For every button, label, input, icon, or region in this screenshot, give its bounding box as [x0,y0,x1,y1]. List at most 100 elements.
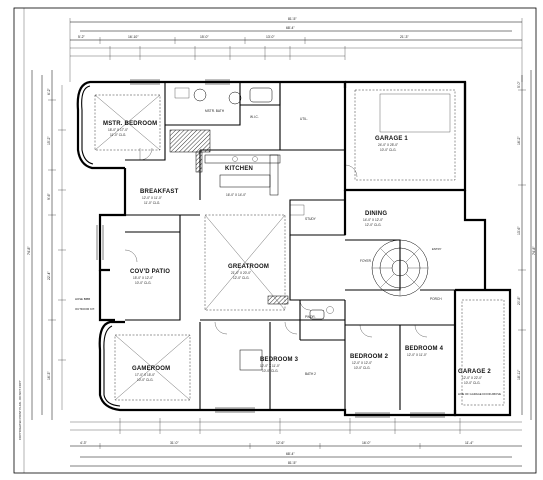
dim-right-seg-2: 16'-2" [517,136,521,145]
size-master-bedroom: 18'-0" X 17'-0" [108,128,128,132]
room-greatroom: GREATROOM 21'-0" X 20'-0" 12'-0" CLG. [228,264,269,280]
size-garage-1: 24'-0" X 25'-0" [378,143,398,147]
label-greatroom: GREATROOM [228,264,269,270]
room-mstr-bath: MSTR. BATH [205,109,225,113]
note-entry: ENTRY [432,247,442,251]
label-bedroom-4: BEDROOM 4 [405,346,444,352]
dim-top-seg-2: 16'-10" [128,35,139,39]
dim-top-seg-1: 5'-2" [78,35,86,39]
label-gameroom: GAMEROOM [132,366,170,372]
size-garage-2: 12'-0" X 22'-0" [462,376,482,380]
room-bath-2: BATH 2 [305,372,316,376]
label-kitchen: KITCHEN [225,166,253,172]
dim-top-second: 68'-4" [286,26,295,30]
clg-breakfast: 11'-0" CLG. [144,201,160,205]
room-garage-2: GARAGE 2 12'-0" X 22'-0" 10'-0" CLG. LIN… [458,369,501,396]
garage-1-slab [354,89,456,181]
clg-covd-patio: 10'-0" CLG. [135,281,152,285]
room-foyer: FOYER ENTRY [360,247,442,263]
room-bedroom-2: BEDROOM 2 12'-0" X 12'-0" 10'-0" CLG. [350,354,388,370]
dim-top-seg-5: 21'-3" [400,35,409,39]
dim-right-seg-5: 18'-11" [517,369,521,380]
room-study: STUDY [305,217,317,221]
right-dimensions: 74'-8" 5'-0" 16'-2" 13'-6" 20'-8" 18'-11… [517,70,536,420]
dim-right-seg-3: 13'-6" [517,226,521,235]
label-dining: DINING [365,211,387,217]
windows [96,79,445,418]
column-hatch-2 [267,295,289,305]
room-covd-patio: COV'D PATIO 15'-0" X 12'-0" 10'-0" CLG. … [75,269,170,311]
size-bedroom-2: 12'-0" X 12'-0" [352,361,372,365]
dim-bottom-seg-1: 4'-3" [80,441,88,445]
label-porch: PORCH [430,297,442,301]
size-gameroom: 17'-0" X 15'-0" [135,373,155,377]
greatroom-ceiling [204,214,286,311]
bath-fixtures [174,87,334,371]
size-greatroom: 21'-0" X 20'-0" [231,271,251,275]
top-dimensions: 81'-5" 68'-4" 5'-2" 16'-10" 15'-0" 13'-0… [69,17,523,82]
dim-top-overall: 81'-5" [288,17,297,21]
doors [124,147,428,338]
size-kitchen: 16'-0" X 14'-0" [226,193,246,197]
room-bedroom-3: BEDROOM 3 12'-0" X 11'-0" 10'-0" CLG. [260,357,299,373]
dim-right-seg-4: 20'-8" [517,296,521,305]
room-gameroom: GAMEROOM 17'-0" X 15'-0" 10'-0" CLG. [132,366,170,382]
clg-bedroom-3: 10'-0" CLG. [262,369,279,373]
dim-bottom-seg-3: 12'-6" [276,441,285,445]
label-mstr-bath: MSTR. BATH [205,109,225,113]
size-bedroom-4: 12'-0" X 11'-0" [407,353,427,357]
dim-bottom-second: 68'-4" [286,452,295,456]
room-kitchen: KITCHEN 16'-0" X 14'-0" [225,166,253,197]
label-util: UTIL. [300,117,308,121]
label-garage-1: GARAGE 1 [375,136,408,142]
dim-left-seg-1: 6'-2" [47,87,51,95]
interior-walls [125,82,456,410]
dim-bottom-seg-2: 31'-0" [170,441,179,445]
label-garage-2: GARAGE 2 [458,369,491,375]
clg-gameroom: 10'-0" CLG. [137,378,154,382]
dim-left-seg-2: 15'-2" [47,136,51,145]
dim-bottom-seg-4: 16'-0" [362,441,371,445]
label-breakfast: BREAKFAST [140,189,179,195]
clg-greatroom: 12'-0" CLG. [233,276,250,280]
clg-master-bedroom: 11'-0" CLG. [110,133,126,137]
room-porch: PORCH [430,297,442,301]
note-garage-door: LINE OF GARAGE DOOR ABOVE [458,392,501,396]
room-garage-1: GARAGE 1 24'-0" X 25'-0" 10'-0" CLG. [375,136,408,152]
dim-left-seg-4: 22'-4" [47,271,51,280]
room-master-bedroom: MSTR. BEDROOM 18'-0" X 17'-0" 11'-0" CLG… [103,121,157,137]
label-covd-patio: COV'D PATIO [130,269,170,275]
dim-left-seg-5: 16'-3" [47,371,51,380]
size-covd-patio: 15'-0" X 12'-0" [133,276,153,280]
label-wic: W.I.C. [250,115,259,119]
label-foyer: FOYER [360,259,372,263]
dim-right-seg-1: 5'-0" [517,80,521,88]
size-bedroom-3: 12'-0" X 11'-0" [260,364,280,368]
dim-left-seg-3: 9'-6" [47,192,51,200]
dim-top-seg-3: 15'-0" [200,35,209,39]
label-pwdr: PWDR. [305,315,316,319]
label-bedroom-3: BEDROOM 3 [260,357,299,363]
label-study: STUDY [305,217,317,221]
note-outdoor-kit: OUTDOOR KIT. [75,307,95,311]
clg-garage-2: 10'-0" CLG. [464,381,481,385]
gameroom-ceiling [114,334,191,401]
bottom-dimensions: 81'-5" 68'-4" 4'-3" 31'-0" 12'-6" 16'-0"… [70,418,522,467]
clg-dining: 12'-0" CLG. [365,223,382,227]
rotunda-stair [371,239,429,297]
room-dining: DINING 14'-0" X 12'-0" 12'-0" CLG. [363,211,387,227]
border-note: COPYRIGHTED PRINT PLAN - DO NOT COPY [18,380,22,440]
room-pwdr: PWDR. [305,315,316,319]
column-hatch-1 [195,151,203,173]
sheet-border [13,7,537,474]
size-dining: 14'-0" X 12'-0" [363,218,383,222]
clg-bedroom-2: 10'-0" CLG. [354,366,371,370]
room-wic: W.I.C. [250,115,259,119]
clg-garage-1: 10'-0" CLG. [380,148,397,152]
dim-top-seg-4: 13'-0" [266,35,275,39]
note-hose-bibb: HOSE BIBB [75,297,90,301]
fireplace-hatch [169,129,211,153]
room-util: UTIL. [300,117,308,121]
dim-right-overall: 74'-8" [532,246,536,255]
